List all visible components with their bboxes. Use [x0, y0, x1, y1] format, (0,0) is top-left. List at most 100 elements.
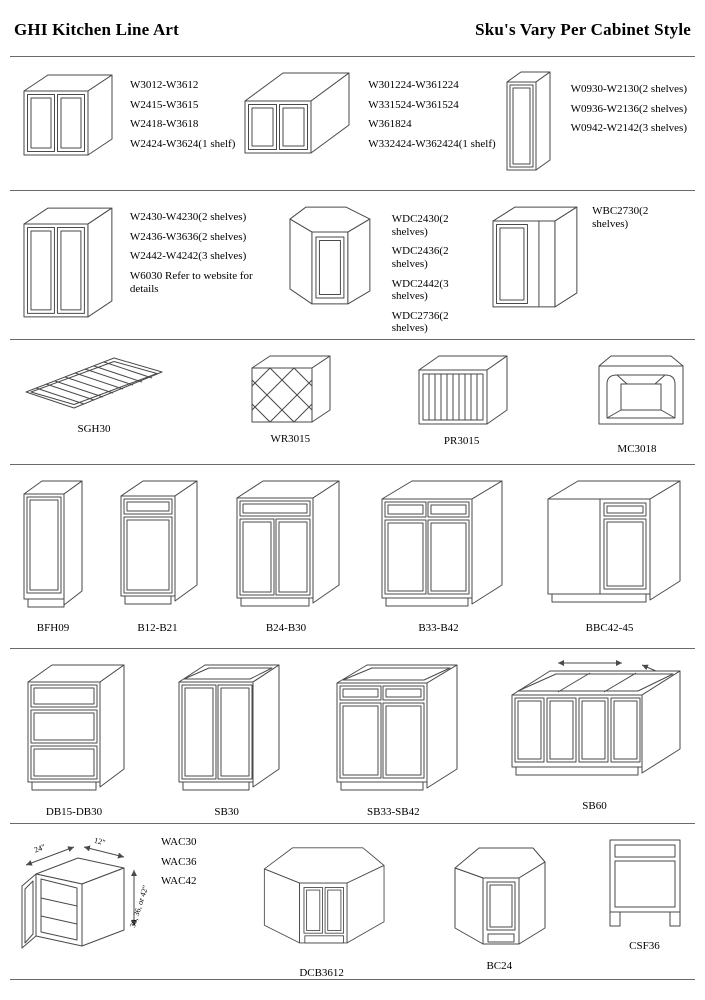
cabinet-item: BFH09	[18, 473, 88, 634]
blind-base-corner-drawing	[547, 480, 681, 603]
sku-label: W2415-W3615	[130, 98, 199, 111]
row-divider	[10, 56, 695, 57]
base-single-door-single-drawer-drawing	[120, 480, 197, 605]
page-header: GHI Kitchen Line Art Sku's Vary Per Cabi…	[0, 0, 705, 56]
row-base-cabinets: BFH09 B12-B21	[0, 465, 705, 648]
sku-label: W301224-W361224	[368, 79, 459, 91]
base-two-door-one-drawer-drawing	[236, 480, 340, 607]
microwave-cabinet-drawing	[598, 355, 684, 425]
cabinet-item: MC3018	[587, 348, 687, 455]
sku-caption: WR3015	[270, 433, 311, 445]
sku-label: W2442-W4242(3 shelves)	[129, 250, 247, 263]
sku-label: WAC36	[161, 855, 197, 868]
sku-label: W6030 Refer to website for details	[129, 269, 253, 295]
sku-caption: BFH09	[36, 622, 70, 634]
sku-label: WDC2436(2 shelves)	[391, 245, 449, 270]
sku-label: W2436-W3636(2 shelves)	[129, 230, 247, 243]
cabinet-item: SB30	[169, 657, 285, 818]
sku-caption: SB30	[214, 806, 239, 818]
sku-caption: SGH30	[77, 423, 111, 435]
row-wall-cabinets-1: W3012-W3612 W2415-W3615 W2418-W3618 W242…	[0, 57, 705, 190]
cabinet-group: W2430-W4230(2 shelves) W2436-W3636(2 she…	[18, 199, 284, 327]
drawer-base-three-drawer-drawing	[27, 664, 125, 791]
row-specialty-cabinets: SGH30	[0, 340, 705, 464]
row-sink-bases: DB15-DB30 SB30	[0, 649, 705, 823]
sku-label: W3012-W3612	[130, 79, 199, 91]
cabinet-item: B24-B30	[227, 473, 345, 634]
corner-sink-front-drawing	[609, 839, 681, 927]
wall-angle-corner-cabinet-drawing	[21, 845, 137, 949]
cabinet-group: 24" 12" 30, 36, or 42" WAC30 WAC36 WAC42	[18, 832, 196, 972]
cabinet-item: SGH30	[18, 348, 170, 435]
sku-caption: MC3018	[617, 443, 657, 455]
sku-label: W2424-W3624(1 shelf)	[130, 137, 236, 150]
sku-label: WDC2442(3 shelves)	[391, 277, 449, 303]
cabinet-item: BBC42-45	[532, 473, 687, 634]
sku-caption: BBC42-45	[585, 622, 634, 634]
wine-rack-drawing	[251, 355, 331, 423]
diagonal-corner-base-drawing	[263, 847, 385, 944]
base-full-height-door-drawing	[23, 480, 83, 608]
sku-caption: BC24	[486, 960, 513, 972]
sku-label: W0930-W2130(2 shelves)	[570, 83, 687, 95]
sku-label: WAC42	[161, 875, 197, 888]
cabinet-group: W3012-W3612 W2415-W3615 W2418-W3618 W242…	[18, 65, 235, 165]
sku-caption: DB15-DB30	[45, 806, 103, 818]
sku-label: W361824	[368, 118, 412, 131]
cabinet-item: B12-B21	[113, 473, 203, 634]
sku-label: WBC2730(2 shelves)	[592, 205, 649, 230]
base-two-door-two-drawer-drawing	[381, 480, 502, 607]
sku-caption: B12-B21	[137, 622, 178, 634]
cabinet-item: CSF36	[602, 832, 687, 952]
wall-cabinet-24-deep-drawing	[244, 72, 350, 154]
row-divider	[10, 464, 695, 465]
cabinet-item: WR3015	[244, 348, 336, 445]
cabinet-group: WDC2430(2 shelves) WDC2436(2 shelves) WD…	[284, 199, 487, 339]
cabinet-item: SB33-SB42	[323, 657, 463, 818]
row-divider	[10, 823, 695, 824]
sku-label: W0942-W2142(3 shelves)	[570, 122, 687, 135]
row-divider	[10, 190, 695, 191]
sku-label-list: WDC2430(2 shelves) WDC2436(2 shelves) WD…	[392, 199, 487, 339]
cabinet-group: W0930-W2130(2 shelves) W0936-W2136(2 she…	[500, 65, 687, 177]
sku-caption: PR3015	[443, 435, 480, 447]
sku-label-list: W0930-W2130(2 shelves) W0936-W2136(2 she…	[571, 65, 687, 135]
sku-label-list: W2430-W4230(2 shelves) W2436-W3636(2 she…	[130, 199, 284, 295]
cabinet-group: WBC2730(2 shelves)	[487, 199, 687, 317]
sku-label-list: WBC2730(2 shelves)	[592, 199, 687, 230]
plate-rack-drawing	[418, 355, 508, 425]
base-corner-drawing	[454, 847, 546, 945]
wall-cabinet-two-door-tall-drawing	[23, 207, 113, 318]
sku-label: W0936-W2136(2 shelves)	[570, 102, 687, 115]
sink-base-60-drawing	[511, 660, 681, 776]
sku-label-list: WAC30 WAC36 WAC42	[161, 832, 196, 888]
cabinet-item: BC24	[447, 832, 552, 972]
sku-caption: SB60	[582, 800, 607, 812]
row-divider	[10, 648, 695, 649]
wall-diagonal-corner-cabinet-drawing	[289, 206, 371, 305]
page-subtitle: Sku's Vary Per Cabinet Style	[475, 20, 691, 39]
sku-caption: B24-B30	[265, 622, 307, 634]
wall-blind-corner-cabinet-drawing	[492, 206, 578, 308]
sku-label-list: W301224-W361224 W331524-W361524 W361824 …	[368, 65, 495, 151]
sku-label: W331524-W361524	[368, 98, 459, 111]
row-divider	[10, 339, 695, 340]
sink-base-two-door-two-false-front-drawing	[336, 664, 458, 791]
wall-angle-corner-wrap: 24" 12" 30, 36, or 42"	[18, 832, 153, 972]
sku-caption: DCB3612	[299, 967, 344, 979]
cabinet-item: DCB3612	[247, 832, 397, 979]
sku-label: W332424-W362424(1 shelf)	[368, 137, 496, 150]
sku-caption: SB33-SB42	[367, 806, 420, 818]
stemware-glass-holder-drawing	[25, 357, 163, 409]
sku-caption: CSF36	[629, 940, 660, 952]
wall-cabinet-single-door-drawing	[506, 71, 551, 171]
row-wall-cabinets-2: W2430-W4230(2 shelves) W2436-W3636(2 she…	[0, 191, 705, 339]
sku-label: WDC2736(2 shelves)	[391, 309, 449, 335]
row-corner-cabinets: 24" 12" 30, 36, or 42" WAC30 WAC36 WAC42	[0, 824, 705, 979]
sku-label: WAC30	[161, 836, 197, 848]
wall-cabinet-two-door-drawing	[23, 74, 113, 156]
sku-caption: B33-B42	[418, 622, 459, 634]
sku-label-list: W3012-W3612 W2415-W3615 W2418-W3618 W242…	[130, 65, 235, 151]
cabinet-group: W301224-W361224 W331524-W361524 W361824 …	[239, 65, 496, 160]
